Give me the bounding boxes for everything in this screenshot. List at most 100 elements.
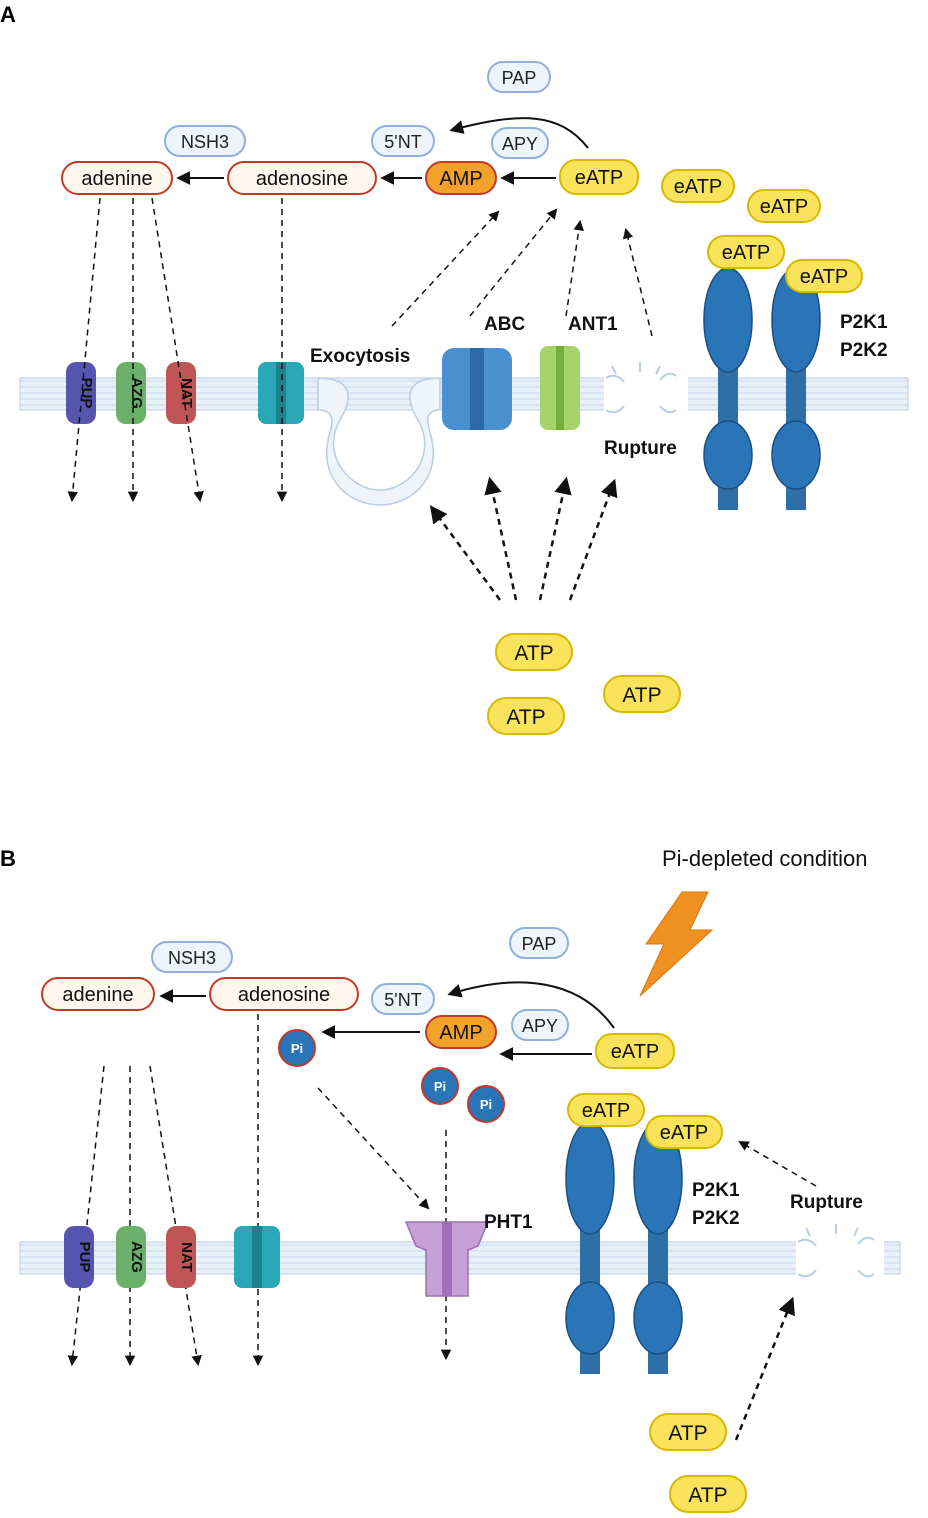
svg-text:ATP: ATP xyxy=(506,706,545,729)
svg-text:ATP: ATP xyxy=(688,1484,727,1507)
svg-text:eATP: eATP xyxy=(660,1122,709,1144)
p2k-receptor-b-right xyxy=(633,1121,683,1374)
svg-text:NAT: NAT xyxy=(178,378,195,408)
exocytosis-label: Exocytosis xyxy=(310,346,410,367)
svg-text:Pi: Pi xyxy=(434,1079,446,1094)
adenosine-b: adenosine xyxy=(209,977,359,1011)
svg-text:ATP: ATP xyxy=(514,642,553,665)
p2k1-label-b: P2K1 xyxy=(692,1180,740,1201)
svg-text:Pi: Pi xyxy=(291,1041,303,1056)
svg-text:eATP: eATP xyxy=(722,242,771,264)
svg-text:APY: APY xyxy=(502,134,538,154)
nsh3-enzyme-a: NSH3 xyxy=(164,125,246,157)
ant1-transporter xyxy=(540,346,580,430)
cytosol-release-arrows-a xyxy=(429,476,618,601)
panel-a: A PAP APY 5'NT NSH3 adenine xyxy=(0,2,909,735)
cytosol-release-arrow-b xyxy=(734,1296,795,1441)
amp-a: AMP xyxy=(425,161,497,195)
condition-label: Pi-depleted condition xyxy=(662,846,867,871)
p2k2-label-a: P2K2 xyxy=(840,340,888,361)
pht1-label: PHT1 xyxy=(484,1212,533,1233)
pi-1: Pi xyxy=(278,1029,316,1067)
svg-text:adenosine: adenosine xyxy=(238,984,330,1006)
bound-eatp-b-1: eATP xyxy=(567,1093,645,1127)
svg-text:APY: APY xyxy=(522,1016,558,1036)
svg-text:PAP: PAP xyxy=(522,934,557,954)
nsh3-enzyme-b: NSH3 xyxy=(151,941,233,973)
abc-transporter xyxy=(442,348,512,430)
rupture-release-arrow-b xyxy=(738,1140,817,1187)
rupture-label-b: Rupture xyxy=(790,1192,863,1213)
bound-eatp-a-1: eATP xyxy=(707,235,785,269)
panel-a-letter: A xyxy=(0,2,16,27)
eatp-b: eATP xyxy=(595,1033,675,1069)
svg-text:5'NT: 5'NT xyxy=(384,990,421,1010)
rupture-site-b xyxy=(796,1224,884,1278)
svg-text:PUP: PUP xyxy=(76,1242,93,1273)
pap-enzyme-a: PAP xyxy=(487,61,551,93)
azg-transporter-a: AZG xyxy=(116,362,146,424)
p2k1-label-a: P2K1 xyxy=(840,312,888,333)
svg-text:eATP: eATP xyxy=(800,266,849,288)
apy-enzyme-a: APY xyxy=(491,127,549,159)
adenine-b: adenine xyxy=(41,977,155,1011)
nat-transporter-a: NAT xyxy=(166,362,196,424)
atp-b-2: ATP xyxy=(669,1475,747,1513)
svg-text:NSH3: NSH3 xyxy=(181,132,229,152)
adenine-a: adenine xyxy=(61,161,173,195)
bound-eatp-b-2: eATP xyxy=(645,1115,723,1149)
pup-transporter-b: PUP xyxy=(64,1226,94,1288)
svg-text:NSH3: NSH3 xyxy=(168,948,216,968)
uptake-arrows-a xyxy=(67,197,288,503)
p2k-receptor-a-left xyxy=(703,267,753,510)
svg-text:NAT: NAT xyxy=(178,1242,195,1272)
svg-text:ATP: ATP xyxy=(622,684,661,707)
svg-text:adenosine: adenosine xyxy=(256,168,348,190)
atp-a-3: ATP xyxy=(603,675,681,713)
pap-enzyme-b: PAP xyxy=(509,927,569,959)
adenosine-a: adenosine xyxy=(227,161,377,195)
svg-text:eATP: eATP xyxy=(582,1100,631,1122)
rupture-site-a xyxy=(604,362,688,414)
5nt-enzyme-a: 5'NT xyxy=(371,125,435,157)
atp-a-2: ATP xyxy=(487,697,565,735)
lightning-icon xyxy=(639,891,714,997)
p2k-receptor-b-left xyxy=(565,1121,615,1374)
p2k2-label-b: P2K2 xyxy=(692,1208,740,1229)
svg-text:adenine: adenine xyxy=(62,984,133,1006)
pup-transporter-a: PUP xyxy=(66,362,96,424)
svg-text:ATP: ATP xyxy=(668,1422,707,1445)
svg-text:eATP: eATP xyxy=(674,176,723,198)
svg-text:Pi: Pi xyxy=(480,1097,492,1112)
svg-text:adenine: adenine xyxy=(81,168,152,190)
svg-text:AMP: AMP xyxy=(439,168,482,190)
svg-text:PUP: PUP xyxy=(78,378,95,409)
pht1-transporter xyxy=(404,1221,490,1297)
pi-2: Pi xyxy=(421,1067,459,1105)
5nt-enzyme-b: 5'NT xyxy=(371,983,435,1015)
azg-transporter-b: AZG xyxy=(116,1226,146,1288)
svg-text:PAP: PAP xyxy=(502,68,537,88)
svg-text:AZG: AZG xyxy=(128,1241,145,1273)
svg-text:AZG: AZG xyxy=(128,377,145,409)
rupture-label-a: Rupture xyxy=(604,438,677,459)
panel-b-letter: B xyxy=(0,846,16,871)
amp-b: AMP xyxy=(425,1015,497,1049)
svg-text:5'NT: 5'NT xyxy=(384,132,421,152)
abc-label: ABC xyxy=(484,314,525,335)
svg-text:eATP: eATP xyxy=(575,167,624,189)
atp-a-1: ATP xyxy=(495,633,573,671)
apy-enzyme-b: APY xyxy=(511,1009,569,1041)
svg-text:eATP: eATP xyxy=(611,1041,660,1063)
p2k-receptor-a-right xyxy=(771,267,821,510)
uptake-arrows-b xyxy=(67,1014,452,1367)
free-eatp-1: eATP xyxy=(661,169,735,203)
exocytosis-vesicle xyxy=(317,377,441,506)
atp-b-1: ATP xyxy=(649,1413,727,1451)
eatp-a: eATP xyxy=(559,159,639,195)
free-eatp-2: eATP xyxy=(747,189,821,223)
adenosine-channel-b xyxy=(234,1226,280,1288)
svg-text:AMP: AMP xyxy=(439,1022,482,1044)
pi-3: Pi xyxy=(467,1085,505,1123)
